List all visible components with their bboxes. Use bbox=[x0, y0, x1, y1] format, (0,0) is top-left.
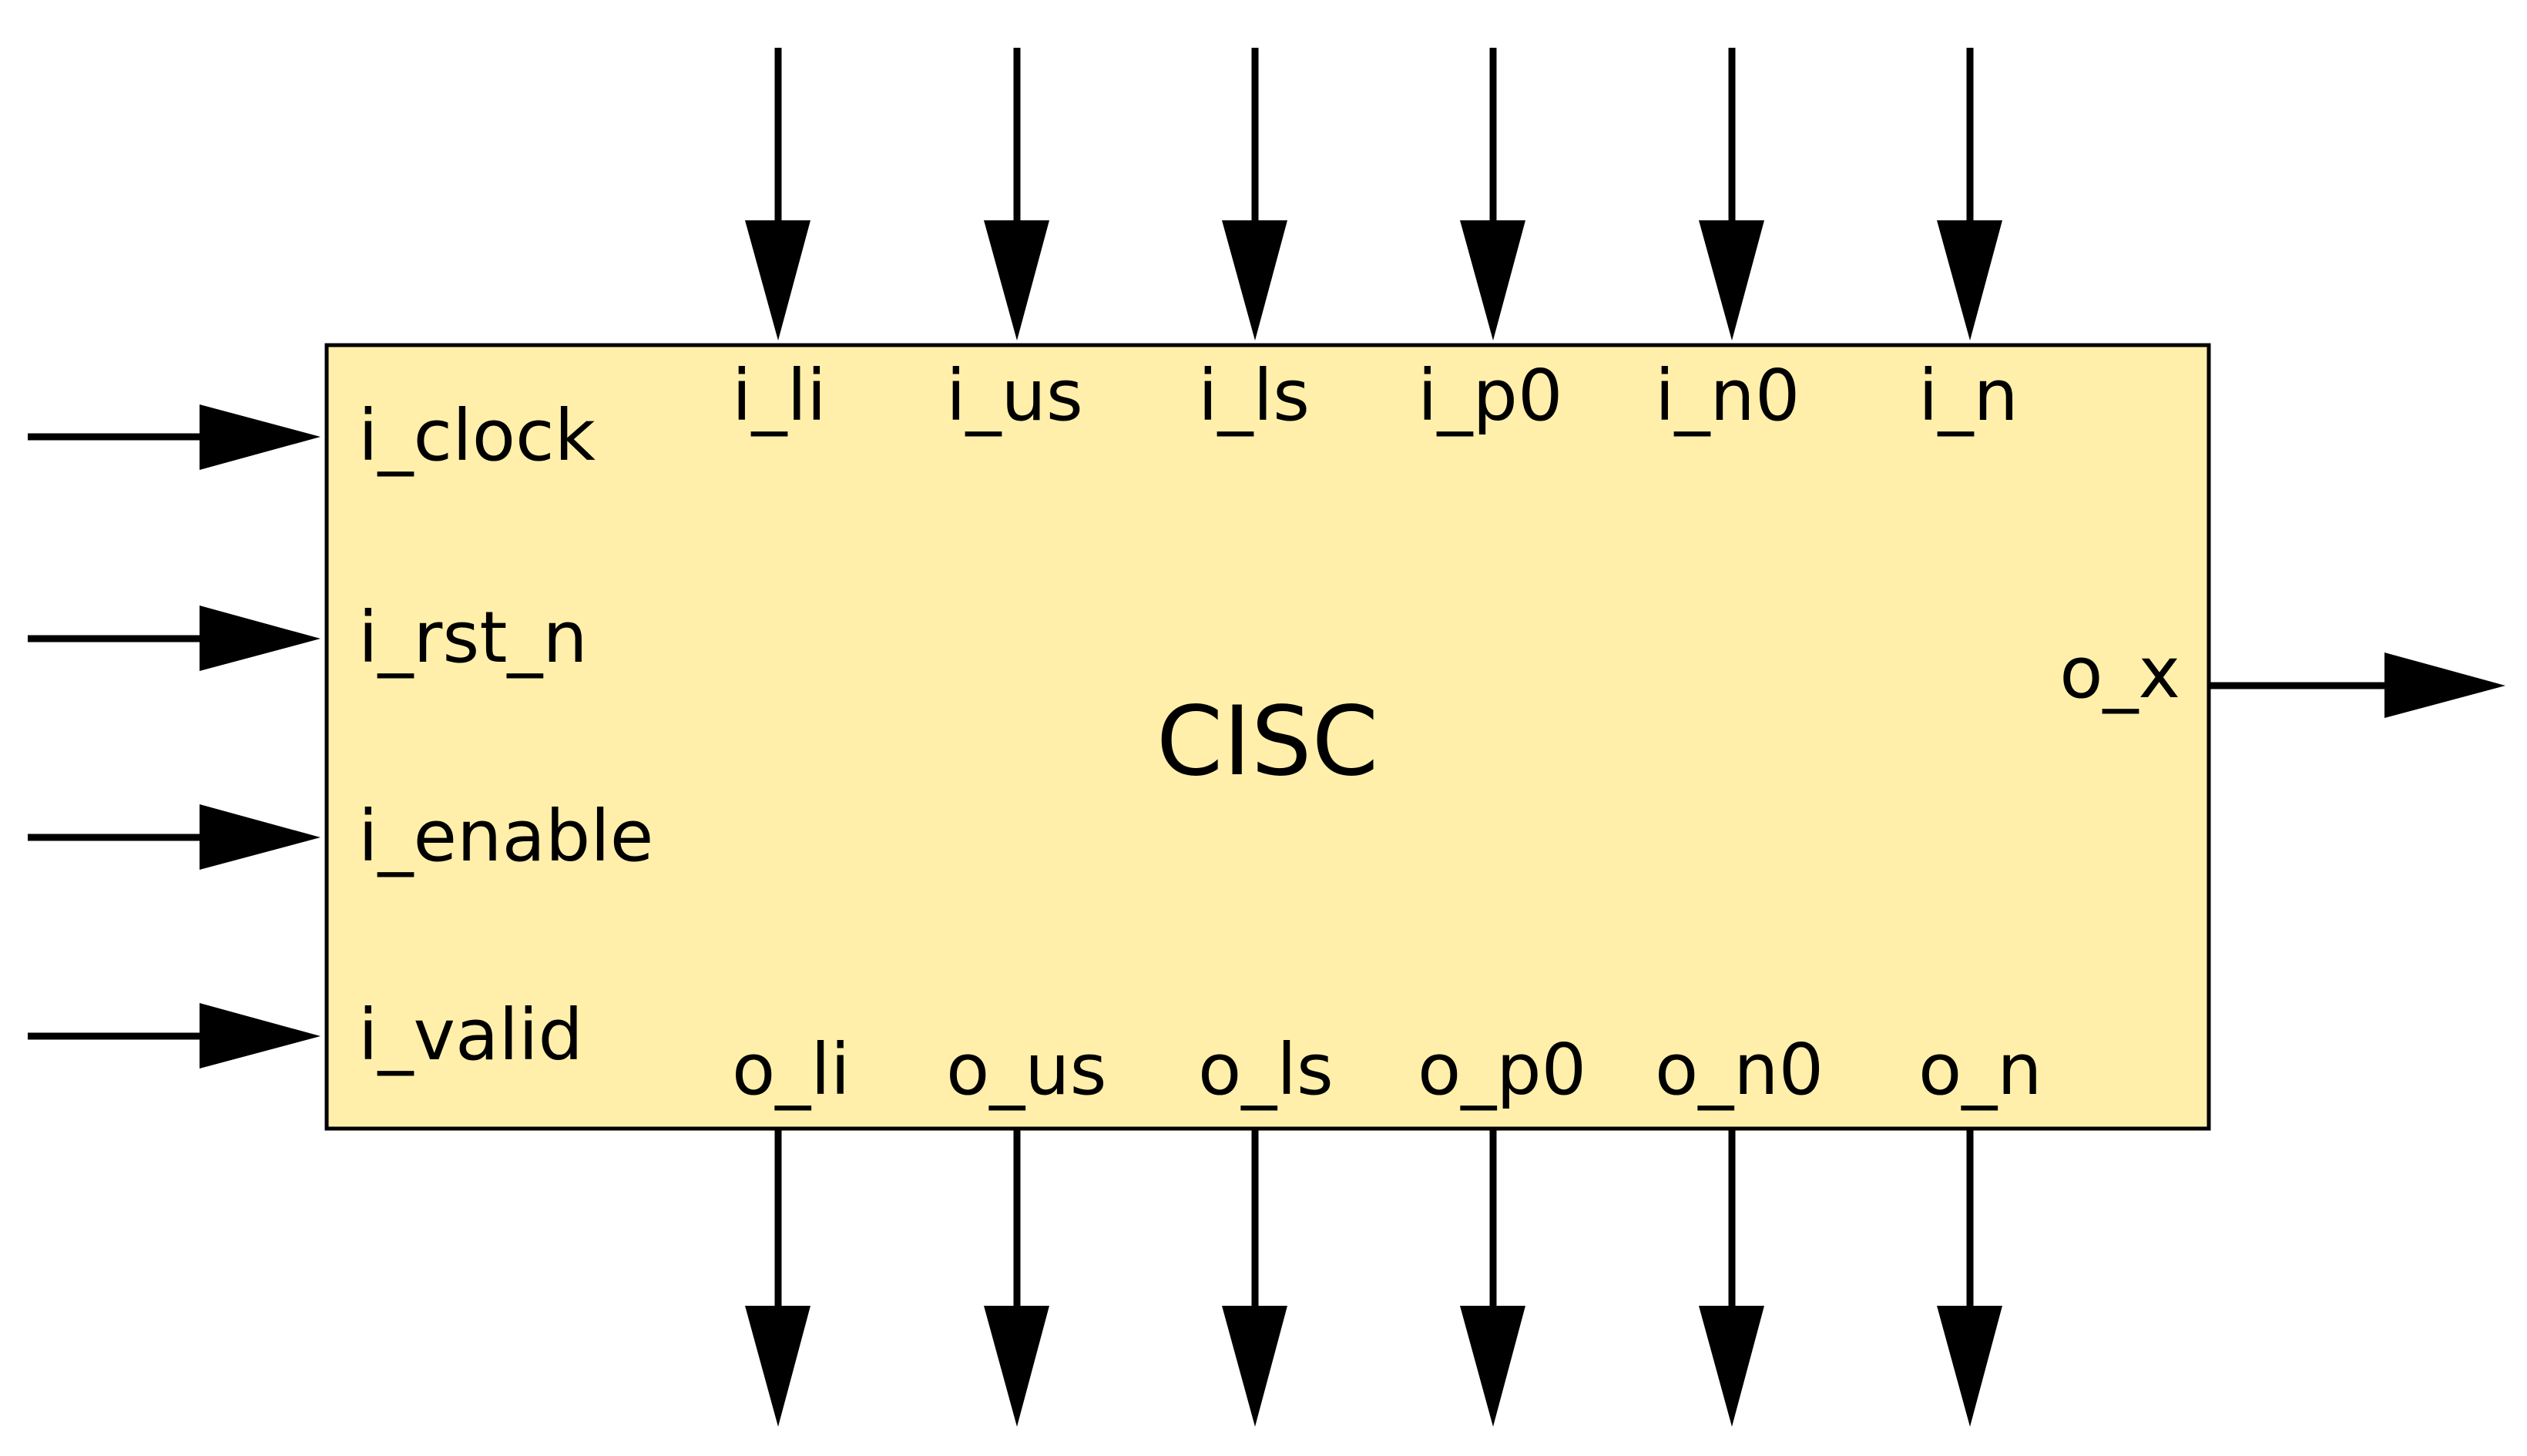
cisc-block bbox=[324, 343, 2211, 1131]
port-label-o-n: o_n bbox=[1918, 1028, 2042, 1111]
port-label-i-enable: i_enable bbox=[358, 795, 653, 877]
bottom-output-labels: o_li o_us o_ls o_p0 o_n0 o_n bbox=[732, 1028, 2042, 1111]
top-input-labels: i_li i_us i_ls i_p0 i_n0 i_n bbox=[732, 354, 2019, 437]
arrowhead-o-p0 bbox=[1460, 1306, 1525, 1427]
arrowhead-o-n0 bbox=[1699, 1306, 1764, 1427]
right-output: o_x bbox=[2059, 632, 2505, 718]
port-label-o-ls: o_ls bbox=[1198, 1028, 1334, 1111]
arrowhead-i-enable bbox=[200, 804, 320, 870]
port-label-o-x: o_x bbox=[2059, 632, 2180, 714]
port-label-i-p0: i_p0 bbox=[1418, 354, 1563, 437]
port-label-o-li: o_li bbox=[732, 1028, 850, 1111]
arrowhead-o-li bbox=[745, 1306, 810, 1427]
port-label-o-us: o_us bbox=[946, 1028, 1107, 1111]
port-label-i-ls: i_ls bbox=[1198, 354, 1310, 437]
arrowhead-i-n0 bbox=[1699, 220, 1764, 341]
arrowhead-i-rst-n bbox=[200, 606, 320, 671]
port-label-i-li: i_li bbox=[732, 354, 827, 437]
arrowhead-i-us bbox=[984, 220, 1049, 341]
port-label-i-rst-n: i_rst_n bbox=[358, 596, 588, 679]
arrowhead-i-n bbox=[1937, 220, 2002, 341]
block-title: CISC bbox=[1156, 686, 1378, 797]
arrowhead-i-li bbox=[745, 220, 810, 341]
arrowhead-o-us bbox=[984, 1306, 1049, 1427]
port-label-o-n0: o_n0 bbox=[1655, 1028, 1824, 1111]
bottom-output-arrows bbox=[745, 1130, 2002, 1427]
arrowhead-i-p0 bbox=[1460, 220, 1525, 341]
arrowhead-i-ls bbox=[1222, 220, 1287, 341]
arrowhead-o-n bbox=[1937, 1306, 2002, 1427]
port-label-i-valid: i_valid bbox=[358, 994, 583, 1076]
left-input-arrows bbox=[28, 404, 320, 1069]
arrowhead-i-valid bbox=[200, 1003, 320, 1069]
port-label-i-clock: i_clock bbox=[358, 394, 596, 477]
arrowhead-o-ls bbox=[1222, 1306, 1287, 1427]
left-input-labels: i_clock i_rst_n i_enable i_valid bbox=[358, 394, 653, 1076]
port-label-i-us: i_us bbox=[946, 354, 1083, 437]
top-input-arrows bbox=[745, 48, 2002, 341]
port-label-o-p0: o_p0 bbox=[1418, 1028, 1586, 1111]
arrowhead-o-x bbox=[2384, 653, 2505, 718]
port-label-i-n0: i_n0 bbox=[1655, 354, 1800, 437]
port-label-i-n: i_n bbox=[1918, 354, 2019, 437]
arrowhead-i-clock bbox=[200, 404, 320, 470]
